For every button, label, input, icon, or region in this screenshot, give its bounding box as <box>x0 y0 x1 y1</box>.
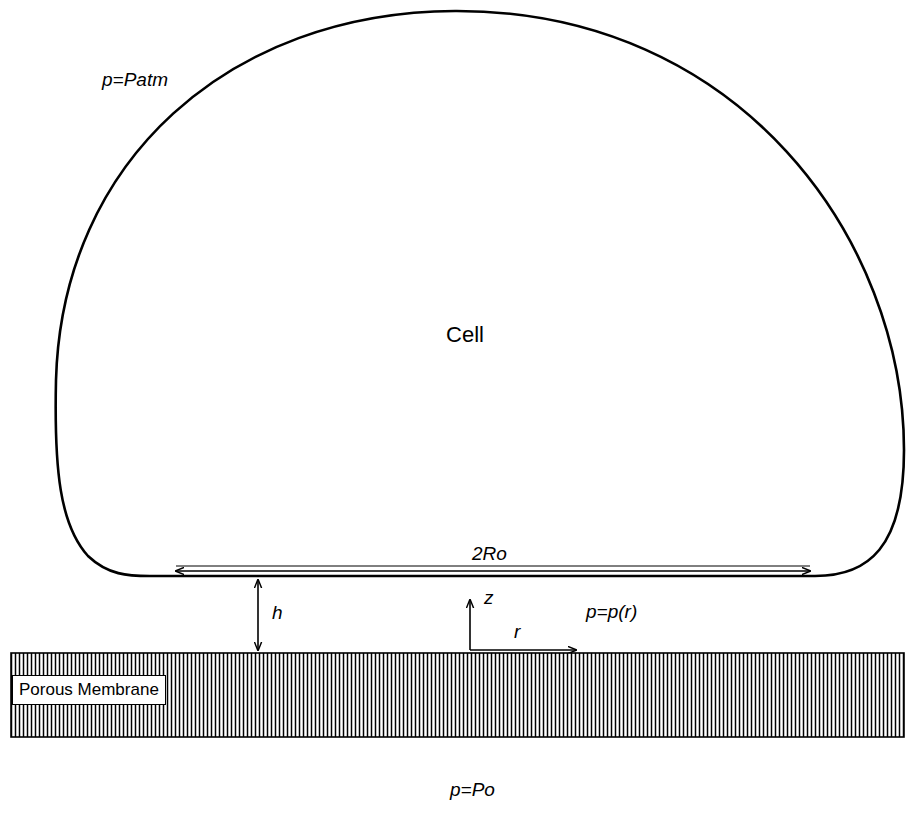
membrane-band <box>11 653 904 737</box>
width-dimension <box>176 570 810 572</box>
membrane-label: Porous Membrane <box>12 675 166 706</box>
variable-label: p=Po <box>448 780 497 801</box>
width-dimension-line <box>176 566 810 567</box>
variable-label: h <box>270 603 285 624</box>
gap-dimension <box>257 580 259 650</box>
variable-label: p=p(r) <box>584 602 639 623</box>
r-axis <box>470 649 576 651</box>
variable-label: 2Ro <box>470 544 509 565</box>
variable-label: z <box>482 588 496 609</box>
variable-label: r <box>512 622 522 643</box>
cell-label: Cell <box>446 323 484 347</box>
porous-membrane: Porous Membrane <box>10 652 905 738</box>
z-axis <box>469 600 471 650</box>
variable-label: p=Patm <box>100 70 170 91</box>
cell-membrane-outline <box>56 11 904 576</box>
